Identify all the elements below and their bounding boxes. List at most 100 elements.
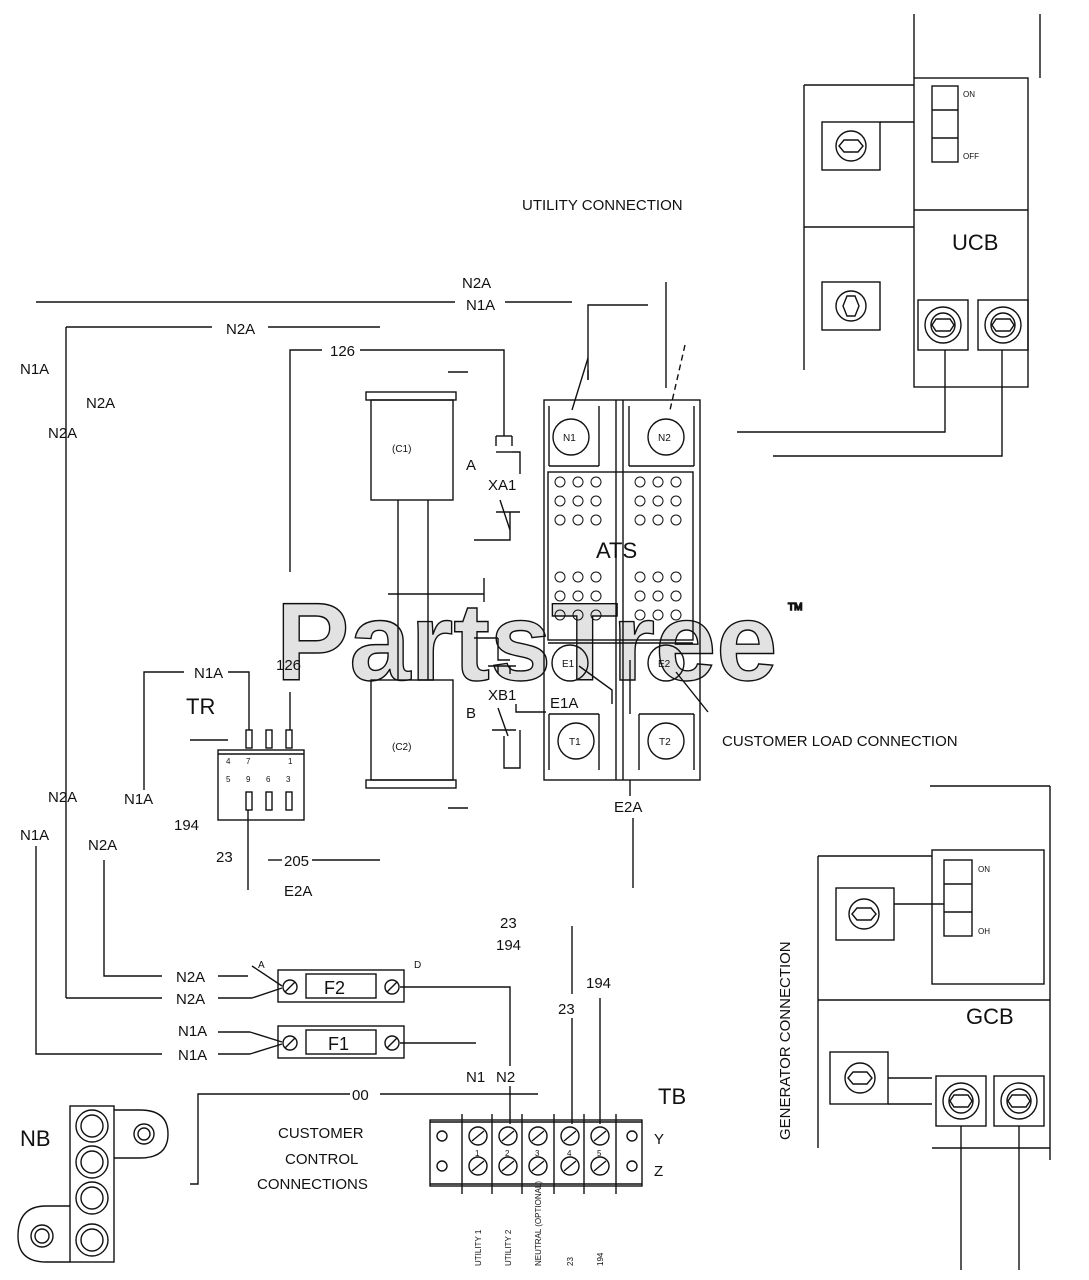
ats-frame [543, 399, 701, 781]
gcb-panel [817, 785, 1051, 1270]
watermark-text: PartsTree [276, 581, 777, 704]
tr-pin-6: 6 [266, 775, 271, 784]
neutral-block-nb [17, 1105, 169, 1263]
wire-n1a-tr: N1A [194, 665, 223, 682]
ats-contact-hole [652, 590, 664, 602]
ats-contactor [547, 471, 694, 641]
ats-contact-hole [554, 476, 566, 488]
t2-terminal-label: T2 [659, 737, 671, 748]
ats-contact-hole [554, 571, 566, 583]
tb-terminal-number: 2 [505, 1149, 510, 1158]
tb-terminal-screw [590, 1156, 610, 1176]
terminal-block-tb [429, 1114, 643, 1194]
wire-n1-tb: N1 [466, 1069, 485, 1086]
f1-label: F1 [328, 1034, 349, 1054]
t2-terminal [647, 722, 685, 760]
tr-label: TR [186, 694, 215, 719]
tb-bottom-label: 194 [596, 1252, 605, 1266]
ats-contact-hole [572, 609, 584, 621]
fuse-a-label: A [258, 960, 265, 971]
fuse-f1 [277, 1025, 405, 1059]
gcb-off-label: OH [978, 927, 990, 936]
tb-terminal-screw [498, 1126, 518, 1146]
tb-screw-slot [531, 1160, 545, 1172]
tb-screw-slot [501, 1130, 515, 1142]
ats-contact-hole [670, 495, 682, 507]
wire-n2-tb: N2 [496, 1069, 515, 1086]
tb-terminal-number: 4 [567, 1149, 572, 1158]
gcb-switch[interactable] [943, 859, 973, 937]
wire-126-tr: 126 [276, 657, 301, 674]
wire-23-tb: 23 [558, 1001, 575, 1018]
ats-contact-hole [590, 571, 602, 583]
fuse-f2 [277, 969, 405, 1003]
tb-screw-slot [563, 1130, 577, 1142]
n1-terminal-label: N1 [563, 433, 576, 444]
ats-contact-hole [572, 495, 584, 507]
customer-control-label-3: CONNECTIONS [257, 1176, 368, 1193]
ucb-switch[interactable] [931, 85, 959, 163]
tb-bottom-label: 23 [566, 1257, 575, 1266]
ats-contact-hole [590, 514, 602, 526]
tb-terminal-number: 5 [597, 1149, 602, 1158]
wire-23-mid: 23 [500, 915, 517, 932]
ats-contact-hole [670, 590, 682, 602]
e2-terminal-label: E2 [658, 659, 671, 670]
switch-xa1 [289, 349, 521, 572]
ats-contact-hole [670, 571, 682, 583]
tb-bottom-label: UTILITY 1 [474, 1229, 483, 1266]
wire-n1a-left: N1A [20, 361, 49, 378]
tb-screw-slot [471, 1160, 485, 1172]
customer-control-label-2: CONTROL [285, 1151, 358, 1168]
tb-terminal-screw [468, 1126, 488, 1146]
tb-terminal-number: 3 [535, 1149, 540, 1158]
tb-terminal-screw [528, 1126, 548, 1146]
ats-contact-hole [670, 609, 682, 621]
xa1-label: XA1 [488, 477, 516, 494]
tb-terminal-screw [560, 1126, 580, 1146]
solenoid-c2 [365, 679, 457, 789]
wire-n1a-tr-left: N1A [124, 791, 153, 808]
ats-contact-hole [652, 514, 664, 526]
ats-contact-hole [590, 476, 602, 488]
tb-row-z: Z [654, 1163, 663, 1180]
watermark-tm: TM [788, 602, 802, 613]
ats-contact-hole [590, 609, 602, 621]
tr-pin-7: 7 [246, 757, 251, 766]
wire-23-tr: 23 [216, 849, 233, 866]
tr-pin-4: 4 [226, 757, 231, 766]
e1-terminal [551, 644, 589, 682]
n2-terminal-label: N2 [658, 433, 671, 444]
c2-label: (C2) [392, 742, 411, 753]
ats-contact-hole [652, 476, 664, 488]
tb-terminal-screw [560, 1156, 580, 1176]
n2-terminal [647, 418, 685, 456]
ats-contact-hole [572, 514, 584, 526]
ats-label: ATS [596, 538, 637, 563]
n1-terminal [552, 418, 590, 456]
ats-contact-hole [634, 609, 646, 621]
ats-contact-hole [590, 590, 602, 602]
wire-n1a-f1-b: N1A [178, 1047, 207, 1064]
wire-n2a-left-a: N2A [86, 395, 115, 412]
ats-contact-hole [572, 571, 584, 583]
switch-b-label: B [466, 705, 476, 722]
wire-194-tb: 194 [586, 975, 611, 992]
tr-pin-9: 9 [246, 775, 251, 784]
e1-terminal-label: E1 [562, 659, 575, 670]
tb-screw-slot [501, 1160, 515, 1172]
wire-e2a-tr: E2A [284, 883, 312, 900]
ats-contact-hole [634, 514, 646, 526]
solenoid-c1 [365, 391, 457, 501]
ucb-on-label: ON [963, 90, 975, 99]
e2-terminal [647, 644, 685, 682]
tb-screw-slot [531, 1130, 545, 1142]
f2-label: F2 [324, 978, 345, 998]
ats-contact-hole [634, 571, 646, 583]
tb-bottom-label: NEUTRAL (OPTIONAL) [534, 1181, 543, 1266]
transformer-tr [190, 729, 305, 821]
tb-terminal-number: 1 [475, 1149, 480, 1158]
ats-contact-hole [554, 609, 566, 621]
ats-contact-hole [652, 495, 664, 507]
